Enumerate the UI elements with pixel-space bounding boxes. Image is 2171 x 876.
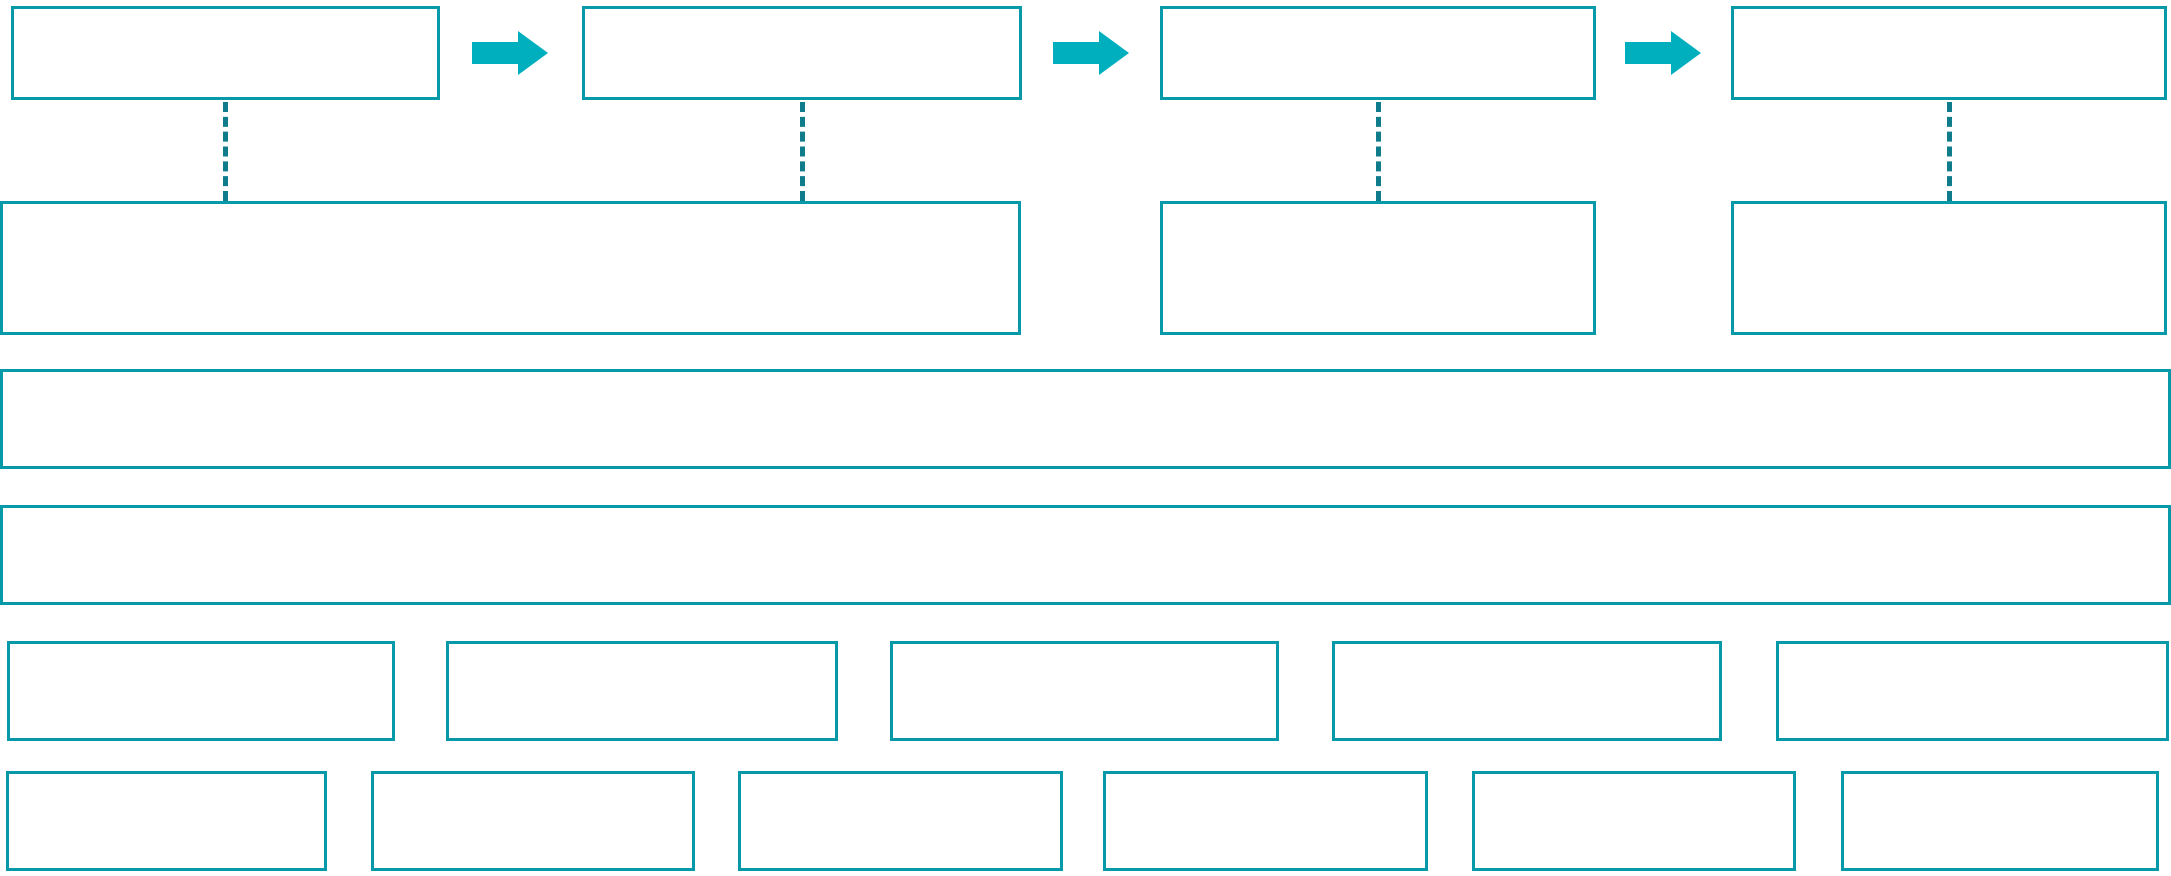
flow-step-1: [11, 6, 440, 100]
grid-row2-box-1: [6, 771, 327, 871]
grid-row1-box-2: [446, 641, 838, 741]
full-width-band-2: [0, 505, 2171, 605]
grid-row2-box-4: [1103, 771, 1428, 871]
grid-row1-box-4: [1332, 641, 1722, 741]
arrow-right-icon: [1053, 31, 1129, 75]
arrow-shaft: [1053, 42, 1099, 64]
detail-box-3: [1731, 201, 2167, 335]
dashed-connector-2: [800, 102, 805, 201]
arrow-shaft: [1625, 42, 1671, 64]
dashed-connector-3: [1376, 102, 1381, 201]
arrow-head: [1099, 31, 1129, 75]
grid-row2-box-3: [738, 771, 1063, 871]
flow-step-4: [1731, 6, 2167, 100]
dashed-connector-1: [223, 102, 228, 201]
dashed-connector-4: [1947, 102, 1952, 201]
detail-box-wide: [0, 201, 1021, 335]
flow-step-2: [582, 6, 1022, 100]
detail-box-2: [1160, 201, 1596, 335]
arrow-head: [1671, 31, 1701, 75]
full-width-band-1: [0, 369, 2171, 469]
grid-row1-box-1: [7, 641, 395, 741]
arrow-shaft: [472, 42, 518, 64]
arrow-right-icon: [472, 31, 548, 75]
flow-step-3: [1160, 6, 1596, 100]
grid-row1-box-3: [890, 641, 1279, 741]
grid-row1-box-5: [1776, 641, 2169, 741]
grid-row2-box-2: [371, 771, 695, 871]
arrow-head: [518, 31, 548, 75]
arrow-right-icon: [1625, 31, 1701, 75]
grid-row2-box-6: [1841, 771, 2159, 871]
grid-row2-box-5: [1472, 771, 1796, 871]
